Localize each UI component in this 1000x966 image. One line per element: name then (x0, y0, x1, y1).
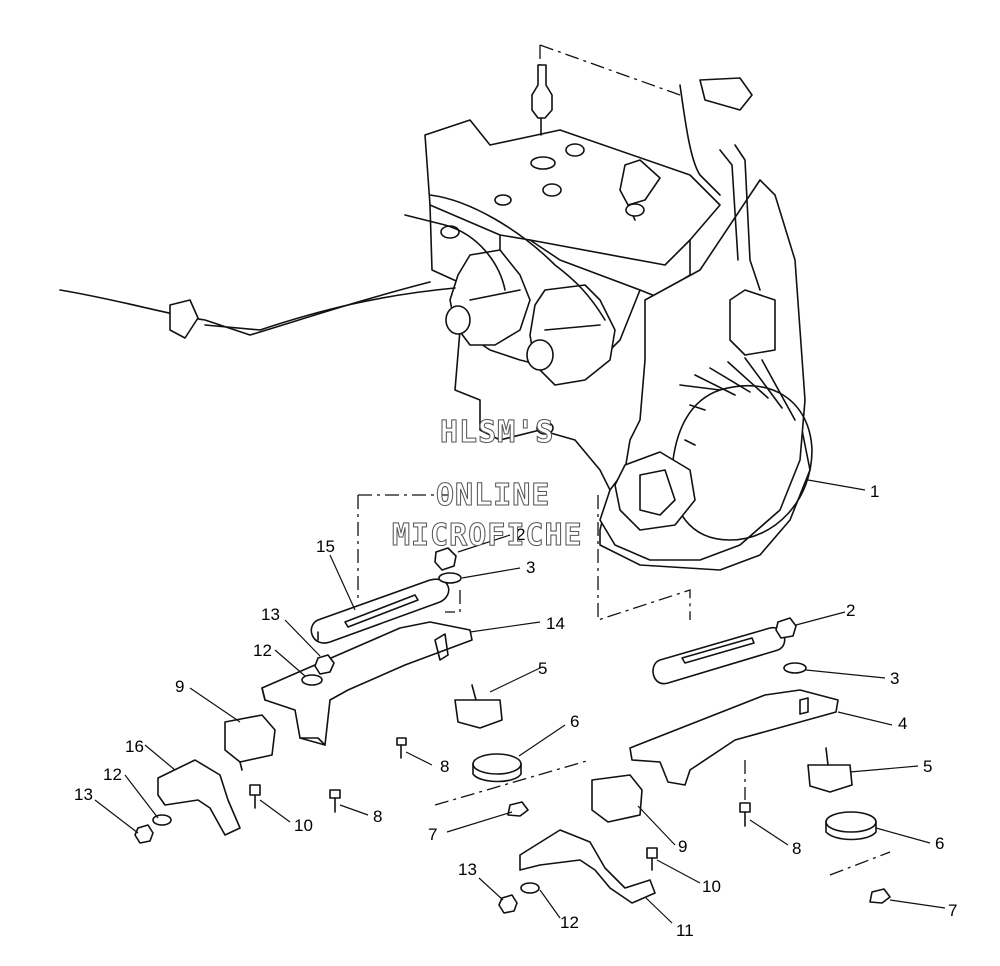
watermark-line-3: MICROFICHE (392, 518, 583, 553)
callout-11: 11 (676, 921, 694, 940)
callout-2: 2 (516, 525, 526, 544)
callout-8: 8 (440, 757, 450, 776)
callout-10: 10 (294, 816, 313, 835)
callout-14: 14 (546, 614, 565, 633)
callout-3: 3 (890, 669, 900, 688)
callout-12: 12 (560, 913, 579, 932)
callout-15: 15 (316, 537, 335, 556)
watermark-line-2: ONLINE (435, 478, 551, 513)
callout-9: 9 (678, 837, 688, 856)
callout-6: 6 (570, 712, 580, 731)
watermark-line-1: HLSM'S (439, 415, 555, 450)
callout-1: 1 (870, 482, 880, 501)
callout-13: 13 (261, 605, 280, 624)
callout-12: 12 (103, 765, 122, 784)
callout-7: 7 (428, 825, 438, 844)
leader-lines (94, 479, 946, 924)
callout-8: 8 (373, 807, 383, 826)
callout-9: 9 (175, 677, 185, 696)
callout-10: 10 (702, 877, 721, 896)
callout-5: 5 (538, 659, 548, 678)
engine-assembly (59, 64, 813, 571)
callout-4: 4 (898, 714, 908, 733)
right-mount-parts (498, 617, 891, 914)
callout-13: 13 (458, 860, 477, 879)
callout-16: 16 (125, 737, 144, 756)
assembly-lines (357, 44, 891, 876)
callout-13: 13 (74, 785, 93, 804)
callout-12: 12 (253, 641, 272, 660)
callout-7: 7 (948, 901, 958, 920)
callout-5: 5 (923, 757, 933, 776)
callout-3: 3 (526, 558, 536, 577)
left-mount-parts (134, 547, 529, 844)
callout-6: 6 (935, 834, 945, 853)
callout-8: 8 (792, 839, 802, 858)
callout-2: 2 (846, 601, 856, 620)
